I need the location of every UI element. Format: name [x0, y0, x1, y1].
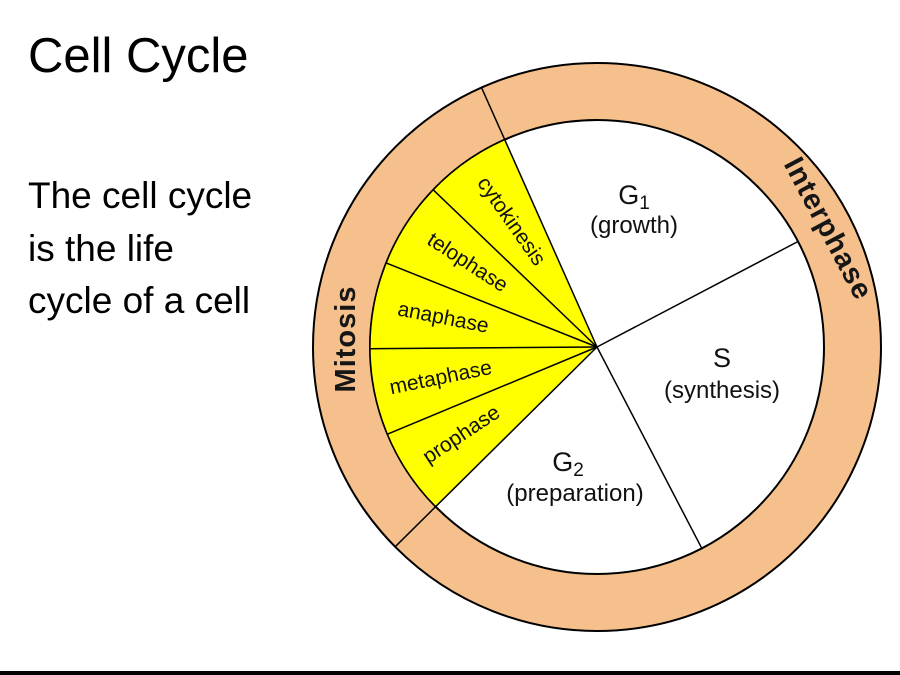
ring-divider-top — [480, 87, 506, 140]
mitosis-wedge — [369, 138, 598, 508]
mitosis-label: Mitosis — [330, 286, 362, 393]
slide-bottom-border — [0, 671, 900, 675]
sector-divider-g1-s — [596, 240, 799, 348]
cycle-ring — [313, 63, 881, 631]
s-description: (synthesis) — [664, 377, 780, 404]
phase-divider — [385, 262, 598, 348]
body-text: The cell cycle is the life cycle of a ce… — [28, 170, 252, 328]
body-text-line: The cell cycle — [28, 175, 253, 216]
g1-label: G1 — [618, 180, 650, 214]
phase-divider — [387, 346, 598, 435]
sector-divider-s-g2 — [596, 346, 703, 549]
g2-description: (preparation) — [506, 480, 643, 507]
ring-divider-bottom — [394, 506, 437, 548]
body-text-line: is the life — [28, 227, 175, 269]
g2-label: G2 — [552, 447, 584, 481]
phase-divider — [369, 346, 598, 350]
page-title: Cell Cycle — [28, 29, 249, 83]
body-text-line: cycle of a cell — [28, 280, 251, 322]
s-label: S — [713, 343, 731, 373]
phase-divider — [432, 189, 598, 348]
ring-outer-outline — [312, 62, 882, 632]
g1-description: (growth) — [590, 212, 678, 239]
